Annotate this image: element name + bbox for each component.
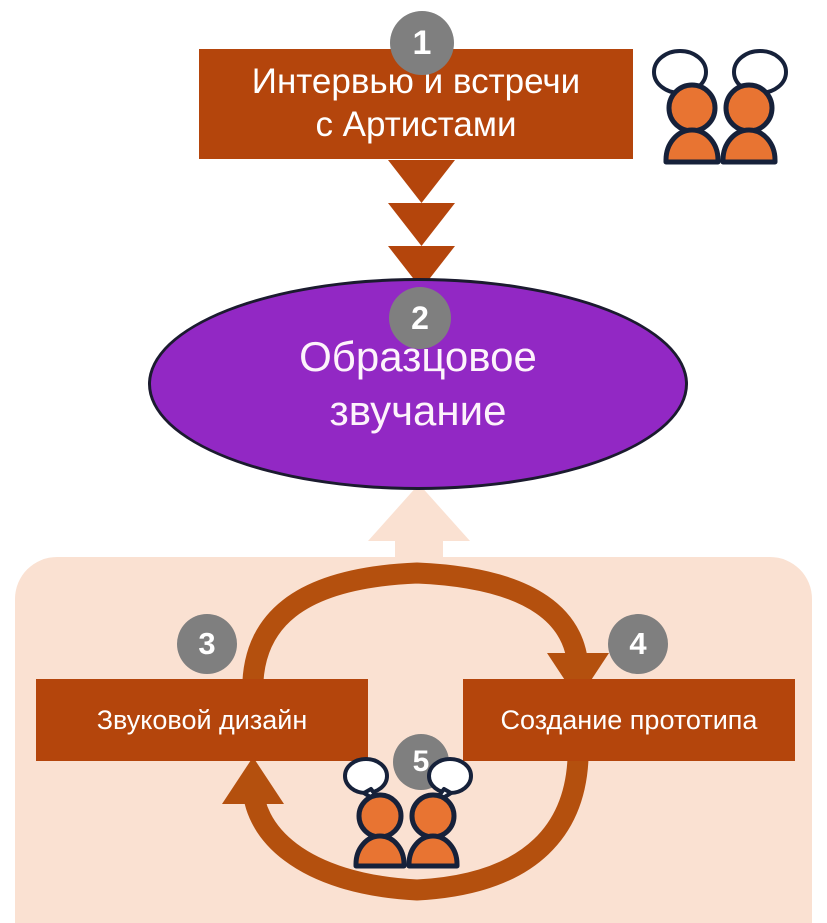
step-4-box-prototype[interactable]: Создание прототипа	[463, 679, 795, 761]
step-4-label: Создание прототипа	[500, 704, 758, 735]
step-1-number: 1	[412, 23, 432, 62]
person-icon-right	[406, 792, 460, 869]
step-1-badge: 1	[390, 11, 454, 75]
step-4-number: 4	[629, 626, 647, 661]
person-icon-left	[663, 82, 721, 165]
step-3-label: Звуковой дизайн	[96, 704, 308, 735]
chevron-down-icon-2	[388, 203, 455, 246]
step-3-number: 3	[198, 626, 216, 661]
chevron-down-icon-3	[388, 246, 455, 289]
chevron-down-icon-1	[388, 160, 455, 203]
step-2-badge: 2	[389, 287, 451, 349]
step-2-number: 2	[411, 299, 429, 336]
person-icon-right	[720, 82, 778, 165]
person-icon-left	[353, 792, 407, 869]
step-5-number: 5	[412, 745, 430, 778]
step-4-badge: 4	[608, 614, 668, 674]
step-3-box-sound-design[interactable]: Звуковой дизайн	[36, 679, 368, 761]
step-3-badge: 3	[177, 614, 237, 674]
